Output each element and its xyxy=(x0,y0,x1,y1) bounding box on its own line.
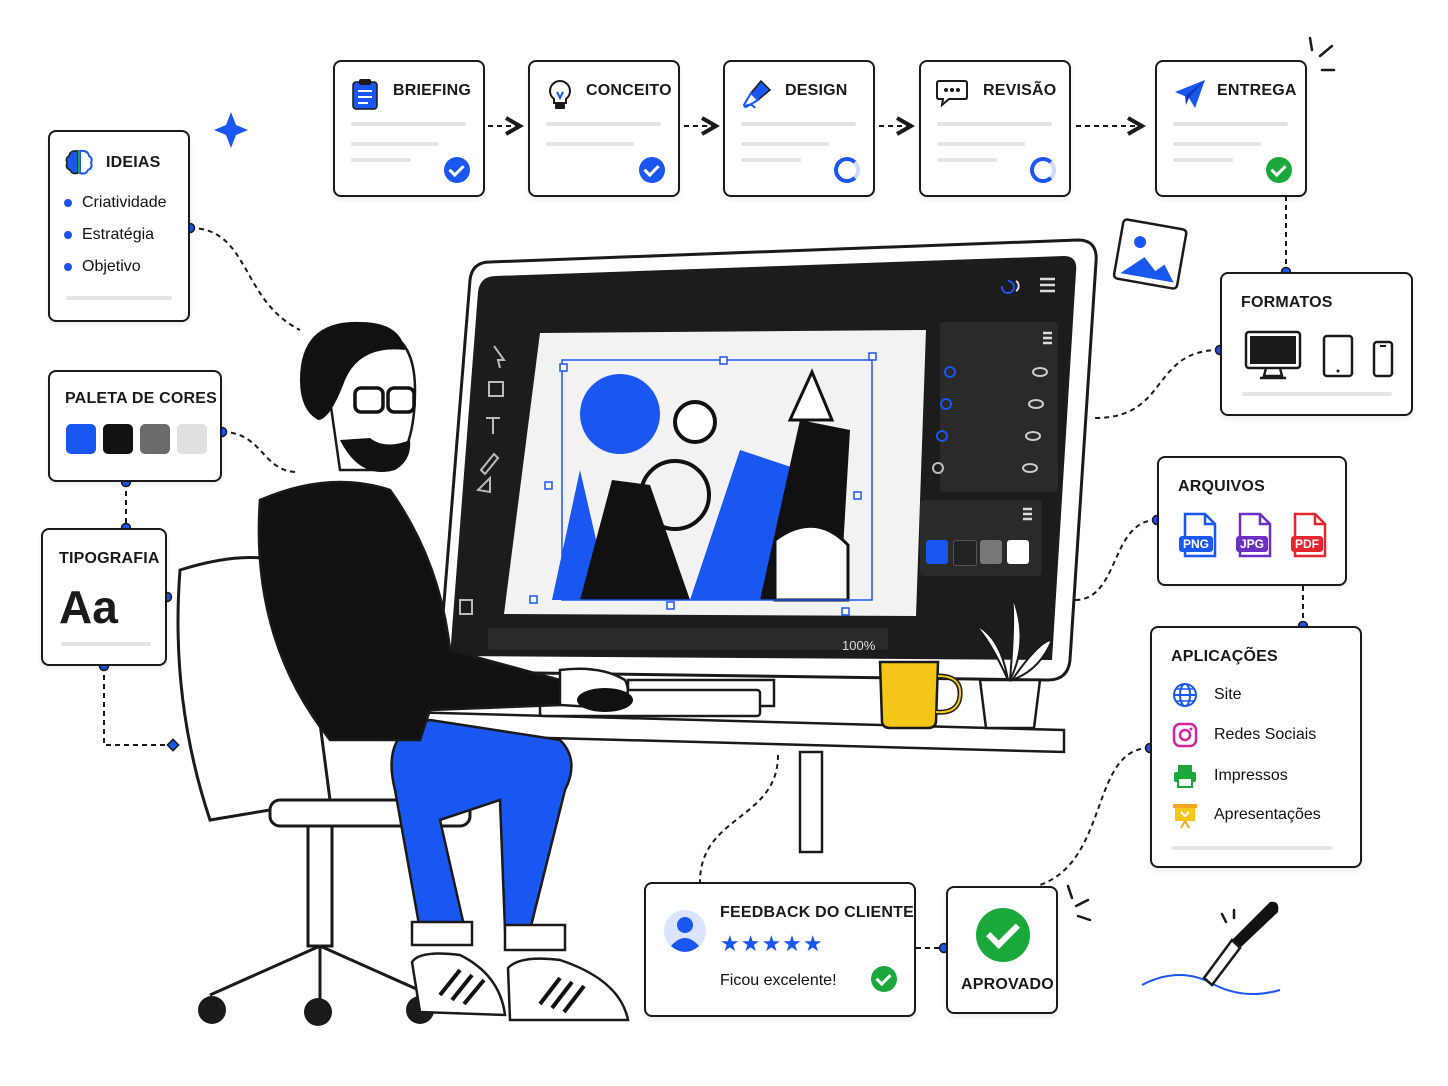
files-title: ARQUIVOS xyxy=(1178,478,1265,495)
file-jpg-icon[interactable]: JPG xyxy=(1236,512,1274,558)
application-item-social: Redes Sociais xyxy=(1214,726,1317,743)
palette-title: PALETA DE CORES xyxy=(65,390,218,407)
workflow-label: BRIEFING xyxy=(393,82,472,99)
placeholder-line xyxy=(937,122,1052,126)
check-icon xyxy=(444,157,470,183)
placeholder-line xyxy=(937,158,997,162)
workflow-card-briefing[interactable]: BRIEFING xyxy=(333,60,485,197)
ideas-card[interactable]: IDEIAS Criatividade Estratégia Objetivo xyxy=(48,130,190,322)
placeholder-line xyxy=(61,642,151,646)
dashed-connectors xyxy=(103,196,1304,949)
workflow-label: REVISÃO xyxy=(983,82,1057,99)
placeholder-line xyxy=(1242,392,1392,396)
globe-icon xyxy=(1173,683,1197,707)
color-palette-card[interactable]: PALETA DE CORES xyxy=(48,370,222,482)
application-item-print: Impressos xyxy=(1214,767,1288,784)
client-feedback-card[interactable]: FEEDBACK DO CLIENTE ★★★★★ Ficou excelent… xyxy=(644,882,916,1017)
approved-label: APROVADO xyxy=(961,976,1054,993)
files-card[interactable]: ARQUIVOS PNG JPG PDF xyxy=(1157,456,1347,586)
placeholder-line xyxy=(546,142,634,146)
paper-plane-icon xyxy=(1175,80,1205,108)
chat-bubble-icon xyxy=(936,80,968,108)
monitor xyxy=(438,238,1098,682)
workflow-card-revisao[interactable]: REVISÃO xyxy=(919,60,1071,197)
application-item-site: Site xyxy=(1214,686,1242,703)
placeholder-line xyxy=(1173,142,1261,146)
placeholder-line xyxy=(351,158,411,162)
printer-icon xyxy=(1174,765,1196,788)
feedback-comment: Ficou excelente! xyxy=(720,972,837,989)
formats-card[interactable]: FORMATOS xyxy=(1220,272,1413,416)
placeholder-line xyxy=(741,122,856,126)
ideas-item: Estratégia xyxy=(64,226,154,244)
placeholder-line xyxy=(351,122,466,126)
ideas-item: Objetivo xyxy=(64,258,141,276)
color-swatch[interactable] xyxy=(103,424,133,454)
placeholder-line xyxy=(66,296,172,300)
progress-icon xyxy=(834,157,860,183)
instagram-icon xyxy=(1172,722,1198,748)
file-png-icon[interactable]: PNG xyxy=(1179,512,1219,558)
brain-icon xyxy=(65,149,93,175)
typography-card[interactable]: TIPOGRAFIA Aa xyxy=(41,528,167,666)
tablet-icon xyxy=(1322,334,1354,378)
desktop-icon xyxy=(1244,330,1302,380)
placeholder-line xyxy=(937,142,1025,146)
ideas-title: IDEIAS xyxy=(106,154,161,171)
workflow-card-design[interactable]: DESIGN xyxy=(723,60,875,197)
application-item-presentations: Apresentações xyxy=(1214,806,1321,823)
applications-card[interactable]: APLICAÇÕES Site Redes Sociais Impressos … xyxy=(1150,626,1362,868)
panel-swatch[interactable] xyxy=(926,540,948,564)
placeholder-line xyxy=(741,158,801,162)
workflow-label: DESIGN xyxy=(785,82,848,99)
designer-figure xyxy=(257,321,633,1022)
placeholder-line xyxy=(351,142,439,146)
workflow-label: CONCEITO xyxy=(586,82,672,99)
feedback-title: FEEDBACK DO CLIENTE xyxy=(720,904,915,921)
ideas-item: Criatividade xyxy=(64,194,166,212)
phone-icon xyxy=(1372,340,1394,378)
panel-swatch[interactable] xyxy=(1007,540,1029,564)
avatar-icon xyxy=(664,910,706,952)
check-icon xyxy=(1266,157,1292,183)
typography-sample: Aa xyxy=(59,581,118,633)
clipboard-icon xyxy=(352,79,378,110)
presentation-icon xyxy=(1173,804,1197,829)
lightbulb-icon xyxy=(549,79,571,109)
progress-icon xyxy=(1030,157,1056,183)
workflow-card-conceito[interactable]: CONCEITO xyxy=(528,60,680,197)
placeholder-line xyxy=(546,122,661,126)
zoom-level[interactable]: 100% xyxy=(842,638,876,653)
panel-swatch[interactable] xyxy=(980,540,1002,564)
approved-check-icon xyxy=(976,908,1030,962)
typography-title: TIPOGRAFIA xyxy=(59,550,160,567)
check-icon xyxy=(639,157,665,183)
fountain-pen-icon xyxy=(1141,901,1281,995)
placeholder-line xyxy=(1173,122,1288,126)
pen-nib-icon xyxy=(742,79,772,109)
placeholder-line xyxy=(741,142,829,146)
check-icon xyxy=(871,966,897,992)
panel-swatch[interactable] xyxy=(953,540,977,566)
image-frame-icon xyxy=(1112,218,1188,290)
workflow-card-entrega[interactable]: ENTREGA xyxy=(1155,60,1307,197)
applications-title: APLICAÇÕES xyxy=(1171,648,1278,665)
placeholder-line xyxy=(1173,158,1233,162)
color-swatch[interactable] xyxy=(177,424,207,454)
workflow-label: ENTREGA xyxy=(1217,82,1297,99)
rating-stars: ★★★★★ xyxy=(720,932,824,957)
sparkle-icon xyxy=(214,112,248,148)
color-swatch[interactable] xyxy=(66,424,96,454)
file-pdf-icon[interactable]: PDF xyxy=(1291,512,1329,558)
approved-card[interactable]: APROVADO xyxy=(946,886,1058,1014)
placeholder-line xyxy=(1172,846,1332,850)
color-swatch[interactable] xyxy=(140,424,170,454)
formats-title: FORMATOS xyxy=(1241,294,1333,311)
